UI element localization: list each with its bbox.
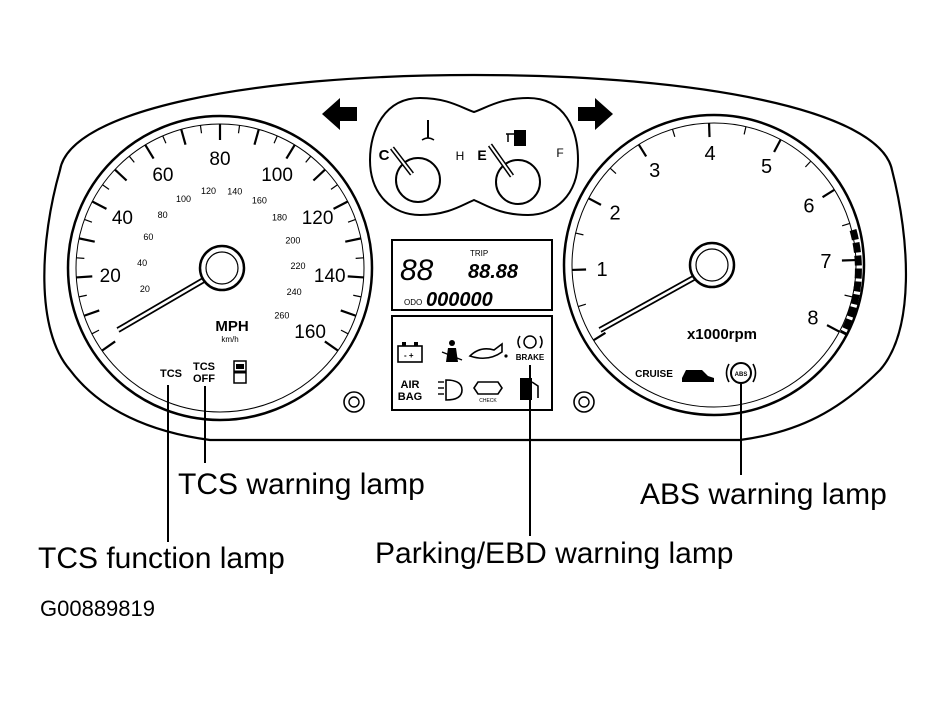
gear-digits: 88 (400, 254, 434, 287)
kmh-tick-label: 60 (143, 232, 153, 242)
kmh-tick-label: 200 (285, 235, 300, 245)
fuel-low-label: E (477, 147, 486, 163)
tcs-function-lamp-callout: TCS function lamp (38, 542, 285, 576)
tach-tick-label: 7 (820, 251, 831, 273)
screw-hole-left (344, 392, 364, 412)
mph-tick-label: 40 (112, 208, 133, 229)
mph-tick-label: 60 (152, 165, 173, 186)
tachometer-unit: x1000rpm (687, 326, 757, 343)
speed-tick (348, 276, 364, 277)
kmh-tick-label: 160 (252, 196, 267, 206)
kmh-tick-label: 220 (290, 261, 305, 271)
kmh-tick-label: 20 (140, 284, 150, 294)
tach-tick-label: 1 (597, 259, 608, 281)
speedometer-unit-sub: km/h (221, 335, 238, 344)
parking-ebd-warning-lamp-callout: Parking/EBD warning lamp (375, 537, 734, 571)
temp-fuel-gauge-pod: C H E F (370, 98, 578, 215)
speed-tick (76, 276, 92, 277)
airbag-label-line2: BAG (398, 391, 422, 403)
mph-tick-label: 160 (294, 322, 326, 343)
odo-label: ODO (404, 298, 422, 307)
tcs-warning-lamp-line2: OFF (193, 373, 215, 385)
tcs-warning-lamp-callout: TCS warning lamp (178, 468, 425, 502)
brake-label: BRAKE (516, 353, 545, 362)
tach-tick-label: 6 (803, 196, 814, 218)
odo-digits: 000000 (426, 289, 493, 311)
cruise-label: CRUISE (635, 369, 673, 380)
trip-label: TRIP (470, 249, 488, 258)
tach-tick-label: 5 (761, 156, 772, 178)
fuel-high-label: F (556, 146, 563, 160)
figure-code: G00889819 (40, 596, 155, 622)
kmh-tick-label: 240 (287, 287, 302, 297)
abs-warning-lamp-callout: ABS warning lamp (640, 478, 887, 512)
kmh-tick-label: 40 (137, 258, 147, 268)
mph-tick-label: 120 (302, 208, 334, 229)
seatbelt-icon (234, 361, 246, 383)
kmh-tick-label: 120 (201, 186, 216, 196)
tach-tick-label: 3 (649, 160, 660, 182)
temp-low-label: C (379, 147, 390, 164)
speed-tick (76, 258, 84, 259)
speedometer: 20 40 60 80 100 120 140 160 20 40 60 80 100 120 140 16… (68, 116, 372, 420)
tach-tick-label: 8 (807, 308, 818, 330)
abs-label: ABS (735, 372, 748, 378)
kmh-tick-label: 180 (272, 213, 287, 223)
mph-tick-label: 100 (261, 165, 293, 186)
temp-high-label: H (456, 149, 465, 163)
mph-tick-label: 140 (314, 266, 346, 287)
kmh-tick-label: 80 (158, 210, 168, 220)
mph-tick-label: 20 (100, 266, 121, 287)
mph-tick-label: 80 (209, 149, 230, 170)
tach-tick-label: 4 (705, 143, 716, 165)
tachometer: 1 2 3 4 5 6 7 8 x1000rpm CRUISE ABS (564, 115, 864, 415)
svg-text:- +: - + (404, 351, 414, 360)
speed-tick (356, 258, 364, 259)
speedometer-unit: MPH (215, 318, 248, 335)
tach-tick-label: 2 (610, 202, 621, 224)
trip-digits: 88.88 (468, 261, 519, 283)
kmh-tick-label: 100 (176, 194, 191, 204)
check-engine-label: CHECK (479, 398, 497, 404)
lcd-display: 88 TRIP 88.88 ODO 000000 (392, 240, 552, 311)
airbag-label-line1: AIR (401, 379, 420, 391)
kmh-tick-label: 260 (274, 310, 289, 320)
tcs-warning-lamp-line1: TCS (193, 361, 215, 373)
kmh-tick-label: 140 (227, 186, 242, 196)
tcs-function-lamp: TCS (160, 368, 182, 380)
warning-lamp-panel: - + BRAKE AIR BAG CHECK (392, 316, 552, 410)
screw-hole-right (574, 392, 594, 412)
